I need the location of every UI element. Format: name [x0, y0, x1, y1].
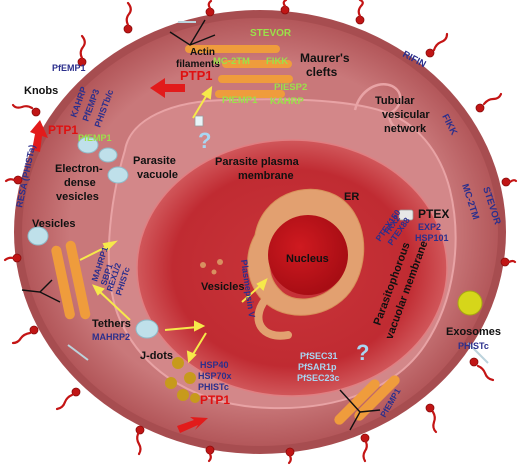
label-ptex: PTEX: [418, 207, 449, 221]
label-ppm-1: Parasite plasma: [215, 156, 300, 168]
label-knobs: Knobs: [24, 85, 58, 97]
label-phistc-exo: PHISTc: [458, 341, 489, 351]
label-edv-2: dense: [64, 177, 96, 189]
j-dots: [165, 357, 200, 403]
maurers-clefts-top: [185, 45, 293, 98]
label-pfsec31: PfSEC31: [300, 351, 338, 361]
label-question-bottom: ?: [356, 340, 369, 365]
label-stevor-top: STEVOR: [250, 28, 292, 39]
vesicles-left: [27, 226, 49, 246]
label-clefts: clefts: [306, 65, 338, 79]
label-pfsar1p: PfSAR1p: [298, 362, 337, 372]
label-hsp101: HSP101: [415, 233, 449, 243]
label-tethers: Tethers: [92, 318, 131, 330]
transport-arrows: [79, 85, 268, 364]
maurers-clefts-left: [51, 240, 91, 320]
label-exp2: EXP2: [418, 222, 441, 232]
ptp1-arrows: [30, 78, 208, 433]
surface-knobs: [12, 5, 511, 457]
label-vacuole: vacuole: [137, 169, 178, 181]
nucleus-body: [268, 215, 348, 295]
actin-filaments: [21, 19, 381, 431]
label-filaments: filaments: [176, 59, 220, 70]
label-pfemp1-mc: PfEMP1: [222, 95, 258, 106]
label-actin: Actin: [190, 47, 215, 58]
parasite-vesicles: [200, 259, 223, 275]
label-vesicular: vesicular: [382, 109, 430, 121]
label-edv-3: vesicles: [56, 191, 99, 203]
cleft-vesicle: [194, 115, 204, 127]
label-exosomes: Exosomes: [446, 326, 501, 338]
label-ptp1-bottom: PTP1: [200, 393, 230, 407]
label-vesicles-inner: Vesicles: [201, 281, 244, 293]
label-fikk-top: FIKK: [266, 56, 288, 67]
red-arrow-bottom: [177, 417, 208, 433]
er-arm: [254, 296, 292, 340]
label-pfemp1-topleft: PfEMP1: [52, 63, 86, 73]
label-hsp40: HSP40: [200, 360, 229, 370]
label-hsp70x: HSP70x: [198, 371, 232, 381]
red-arrow-left: [30, 120, 48, 152]
electron-dense-vesicles: [77, 136, 129, 184]
label-tubular: Tubular: [375, 95, 415, 107]
exosome: [457, 290, 483, 316]
label-pfemp1-left: PfEMP1: [78, 133, 112, 143]
label-phistc-jd: PHISTc: [198, 382, 229, 392]
label-network: network: [384, 123, 427, 135]
transport-lines: [67, 21, 489, 364]
ptex-complex: [398, 209, 414, 221]
label-mahrp2: MAHRP2: [92, 332, 130, 342]
label-maurers: Maurer's: [300, 51, 350, 65]
label-ptp1-left: PTP1: [48, 123, 78, 137]
tether-vesicle: [135, 319, 159, 339]
label-jdots: J-dots: [140, 350, 173, 362]
label-pfsec23c: PfSEC23c: [297, 373, 340, 383]
maurers-clefts-bottomright: [334, 375, 400, 425]
label-vesicles-left: Vesicles: [32, 218, 75, 230]
label-nucleus: Nucleus: [286, 253, 329, 265]
label-mc2tm-top: MC-2TM: [213, 56, 250, 67]
pfemp1-surface-proteins: [3, 0, 518, 465]
label-ppm-2: membrane: [238, 170, 294, 182]
label-question-top: ?: [198, 128, 211, 153]
label-kahrp-mc: KAHRP: [270, 96, 304, 107]
label-edv-1: Electron-: [55, 163, 103, 175]
label-parasite: Parasite: [133, 155, 176, 167]
tubular-vesicular-network: [353, 83, 403, 132]
label-ptp1-top: PTP1: [180, 68, 213, 83]
label-piesp2: PIESP2: [274, 82, 307, 93]
label-er: ER: [344, 191, 359, 203]
red-arrow-top: [150, 78, 185, 98]
